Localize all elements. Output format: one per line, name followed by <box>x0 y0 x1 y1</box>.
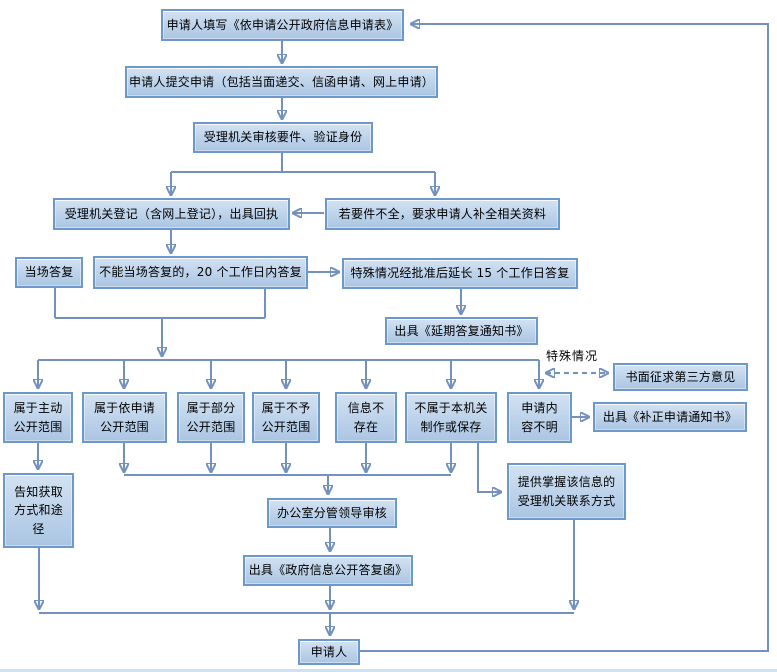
node-within20: 不能当场答复的，20 个工作日内答复 <box>93 256 308 289</box>
node-third-party: 书面征求第三方意见 <box>613 363 748 391</box>
node-inform-method: 告知获取 方式和途 径 <box>3 473 74 548</box>
node-supplement-notice: 出具《补正申请通知书》 <box>593 402 747 432</box>
node-not-exist: 信息不 存在 <box>335 392 397 443</box>
node-proactive: 属于主动 公开范围 <box>3 392 73 443</box>
node-delay-notice: 出具《延期答复通知书》 <box>385 317 538 345</box>
edge-label-special-case: 特殊情况 <box>546 349 599 363</box>
node-partial: 属于部分 公开范围 <box>177 392 245 443</box>
node-applicant: 申请人 <box>298 639 360 665</box>
node-submit: 申请人提交申请（包括当面递交、信函申请、网上申请） <box>125 66 438 98</box>
node-fill-form: 申请人填写《依申请公开政府信息申请表》 <box>161 9 404 41</box>
node-register: 受理机关登记（含网上登记），出具回执 <box>53 198 290 230</box>
node-incomplete: 若要件不全，要求申请人补全相关资料 <box>325 198 560 230</box>
node-extend15: 特殊情况经批准后延长 15 个工作日答复 <box>342 258 578 289</box>
node-leader-review: 办公室分管领导审核 <box>267 498 397 528</box>
bottom-border-strip <box>0 669 777 672</box>
node-provide-contact: 提供掌握该信息的 受理机关联系方式 <box>507 463 626 520</box>
node-non-disclosure: 属于不予 公开范围 <box>252 392 320 443</box>
node-not-held: 不属于本机关 制作或保存 <box>405 392 497 443</box>
node-reply-letter: 出具《政府信息公开答复函》 <box>243 555 413 586</box>
node-on-request: 属于依申请 公开范围 <box>82 392 167 443</box>
node-onspot: 当场答复 <box>15 257 83 288</box>
node-review: 受理机关审核要件、验证身份 <box>193 122 373 153</box>
node-unclear: 申请内 容不明 <box>507 392 572 443</box>
